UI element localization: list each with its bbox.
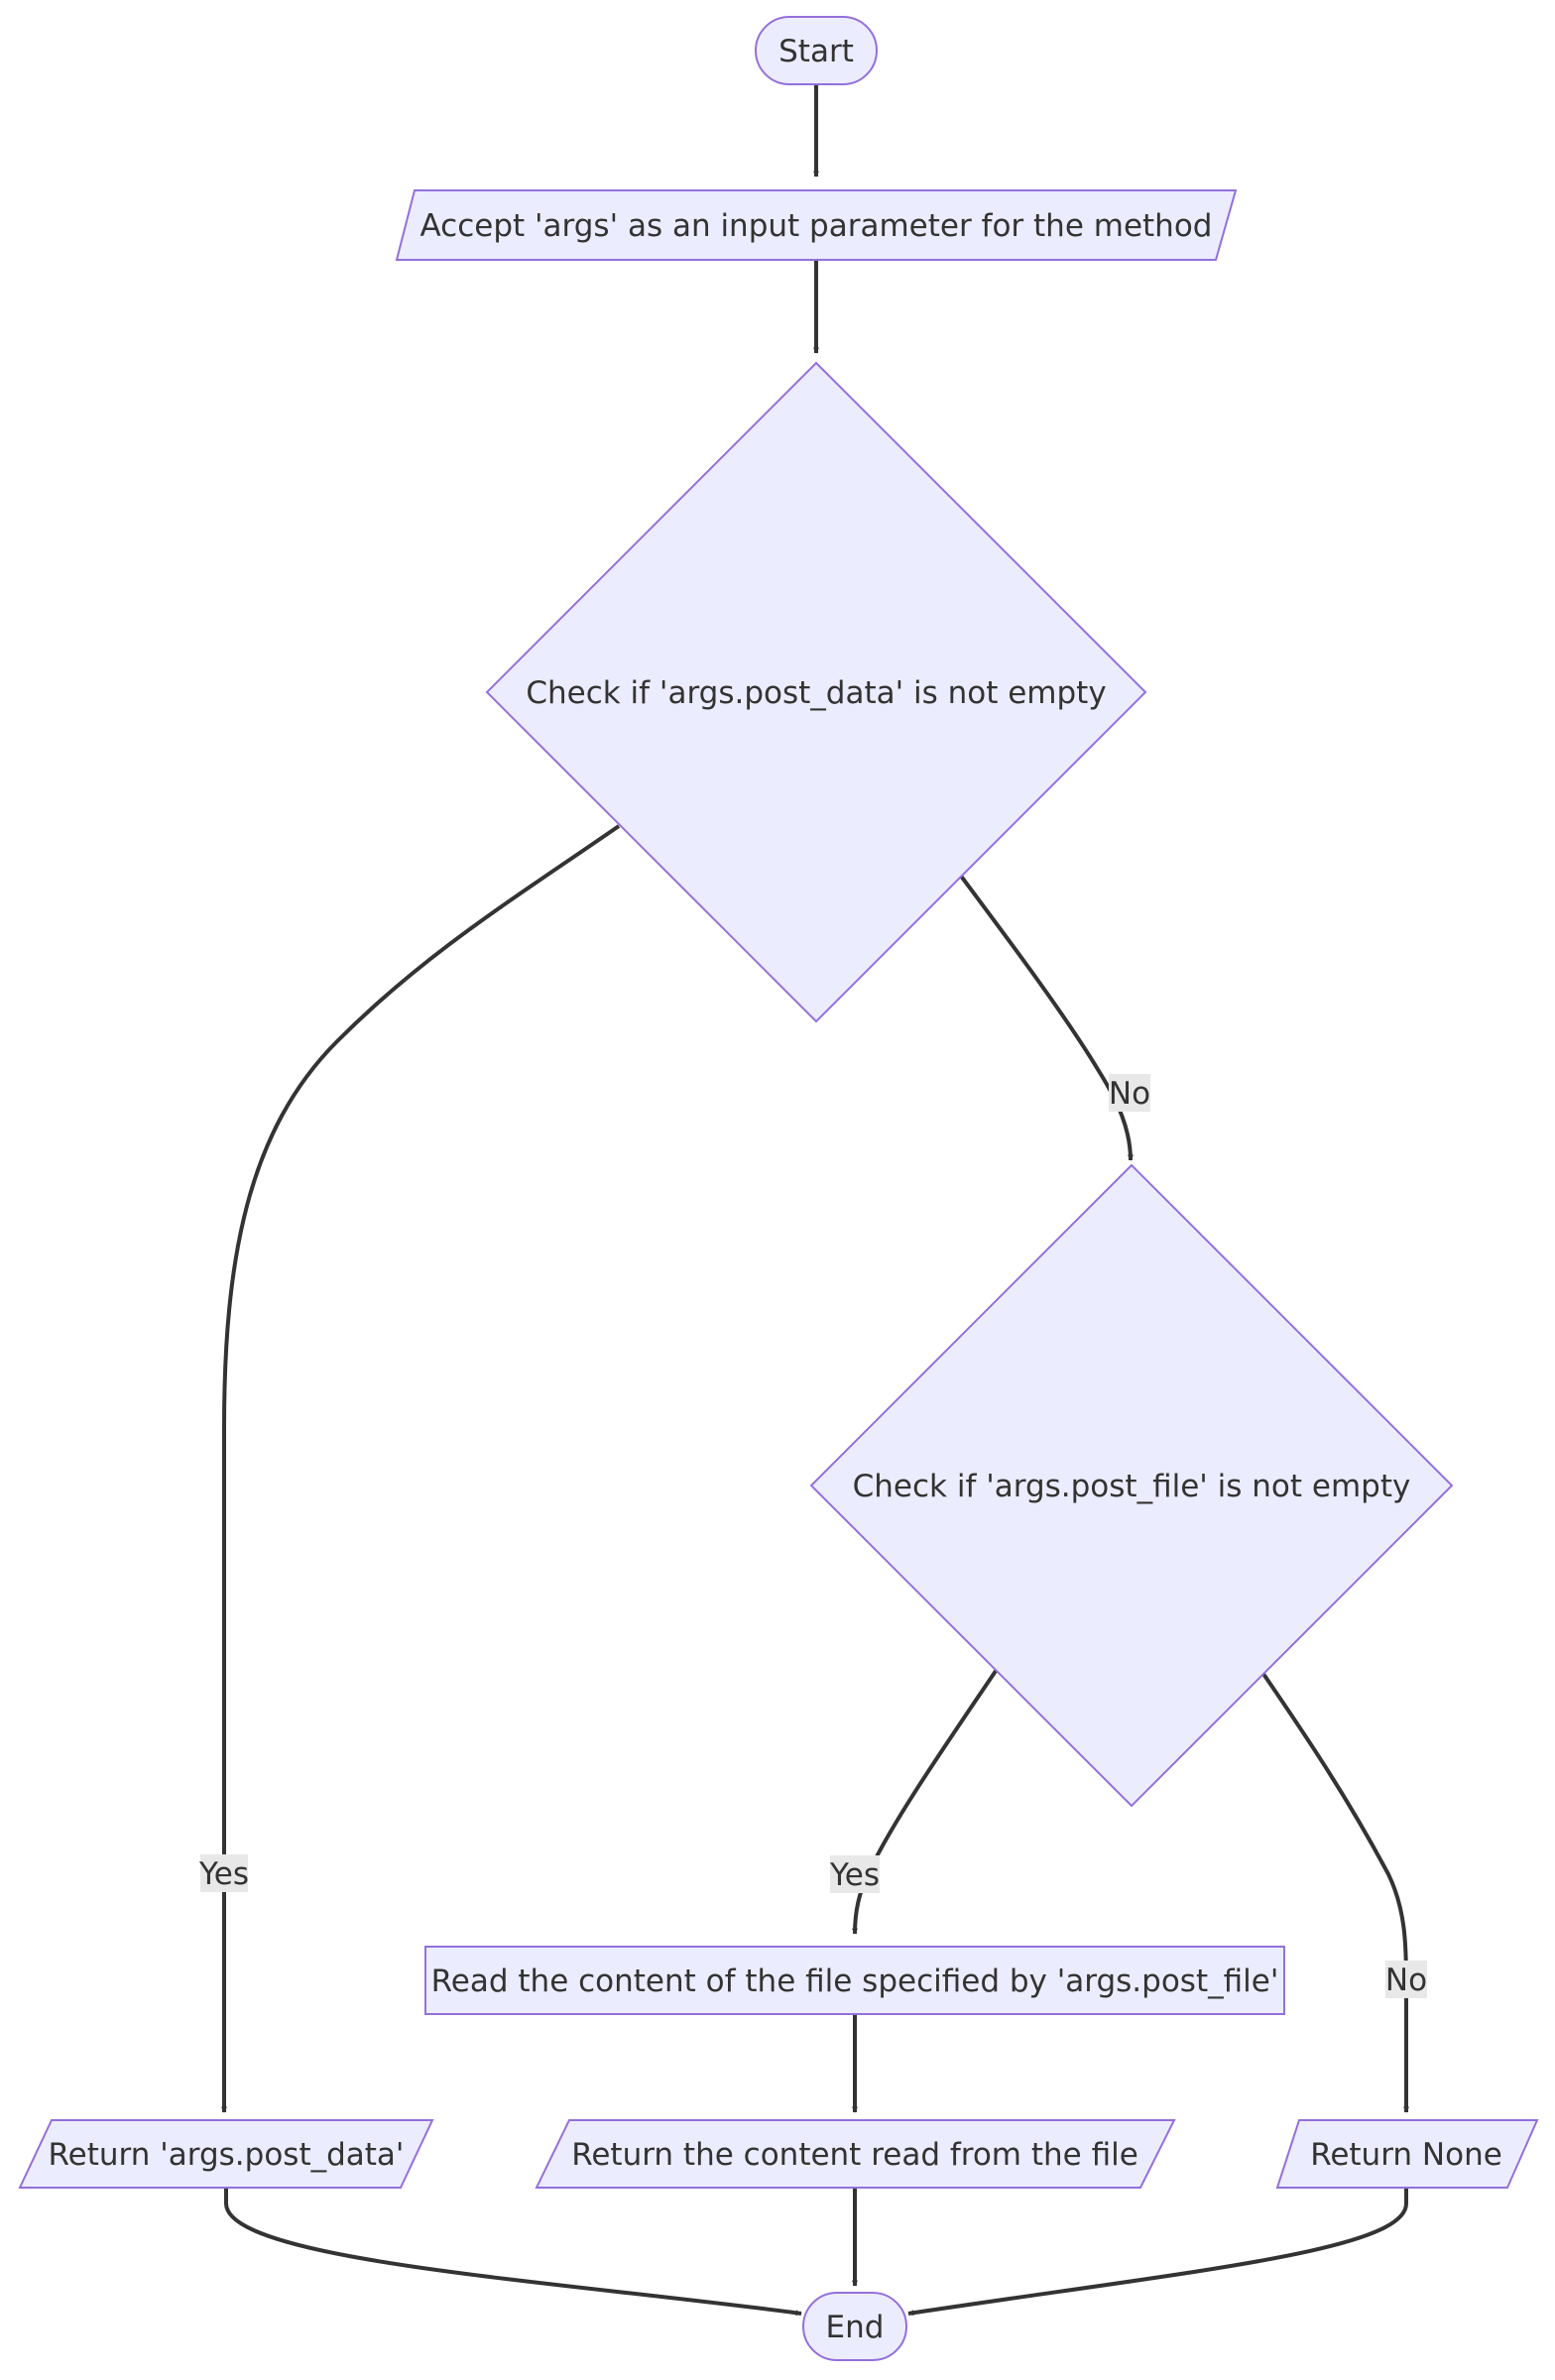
edge-post-file-yes	[852, 1669, 998, 1935]
svg-text:Accept 'args' as an input para: Accept 'args' as an input parameter for …	[420, 208, 1213, 244]
node-check-post-data: Check if 'args.post_data' is not empty	[485, 361, 1147, 1023]
edge-return-post-data-to-end	[224, 2187, 802, 2317]
svg-text:No: No	[1109, 1076, 1150, 1112]
node-start: Start	[755, 16, 878, 85]
node-end: End	[802, 2292, 907, 2361]
svg-text:Return the content read from t: Return the content read from the file	[571, 2137, 1138, 2173]
node-return-none: Return None	[1275, 2119, 1539, 2189]
svg-text:Return 'args.post_data': Return 'args.post_data'	[49, 2137, 405, 2173]
svg-text:Yes: Yes	[829, 1857, 880, 1893]
edge-label-post-data-yes: Yes	[198, 1854, 249, 1892]
edges	[221, 85, 1409, 2317]
edge-label-post-file-yes: Yes	[829, 1855, 880, 1893]
svg-text:Return None: Return None	[1310, 2137, 1502, 2173]
svg-text:Start: Start	[778, 34, 854, 69]
edge-post-data-yes	[221, 824, 621, 2113]
edge-post-data-no	[958, 873, 1134, 1161]
svg-text:No: No	[1385, 1963, 1427, 1998]
svg-text:Yes: Yes	[198, 1856, 249, 1892]
edge-return-none-to-end	[907, 2187, 1408, 2317]
svg-text:Read the content of the file s: Read the content of the file specified b…	[431, 1964, 1279, 1999]
edge-label-post-data-no: No	[1109, 1074, 1150, 1112]
svg-text:End: End	[826, 2310, 885, 2345]
svg-text:Check if 'args.post_file' is n: Check if 'args.post_file' is not empty	[853, 1469, 1411, 1504]
node-read-file: Read the content of the file specified b…	[424, 1946, 1285, 2015]
edge-post-file-no	[1259, 1669, 1409, 2113]
node-return-post-data: Return 'args.post_data'	[18, 2119, 434, 2189]
edge-label-post-file-no: No	[1385, 1961, 1427, 1998]
node-accept-args: Accept 'args' as an input parameter for …	[395, 189, 1238, 261]
svg-text:Check if 'args.post_data' is n: Check if 'args.post_data' is not empty	[526, 675, 1106, 711]
node-return-content: Return the content read from the file	[535, 2119, 1176, 2189]
node-check-post-file: Check if 'args.post_file' is not empty	[809, 1163, 1454, 1808]
